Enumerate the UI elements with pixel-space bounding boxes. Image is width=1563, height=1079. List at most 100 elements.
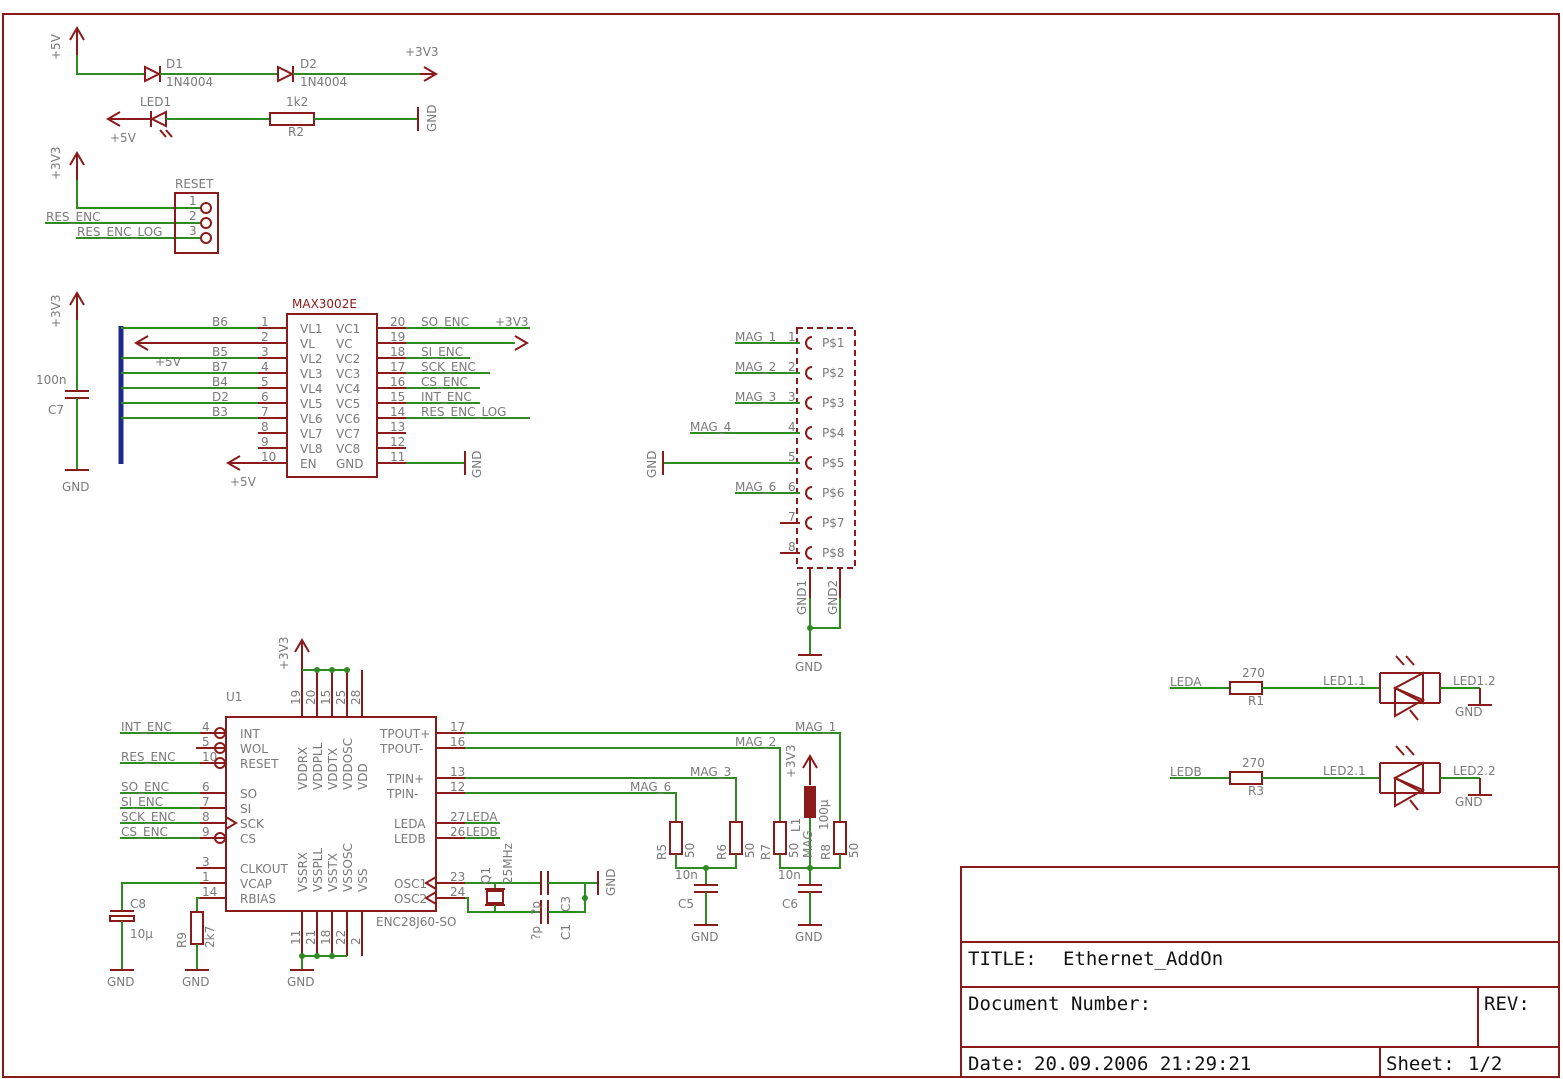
reset-pin-2: 2 — [189, 209, 197, 223]
enc-left-num: 14 — [202, 885, 217, 899]
enc-right-pin: OSC1 — [394, 877, 427, 891]
enc-left-num: 5 — [202, 735, 210, 749]
r1-name: R1 — [1248, 694, 1264, 708]
label-3v3-l1: +3V3 — [784, 744, 798, 778]
enc-bottom-pin: VSSPLL — [311, 848, 325, 892]
enc-left-pin: CLKOUT — [240, 862, 289, 876]
max-right-pin: VC3 — [336, 367, 360, 381]
conn-pad: P$6 — [822, 486, 845, 500]
enc-bottom-pin: VSSRX — [296, 852, 310, 892]
r7-name: R7 — [759, 844, 773, 860]
max-left-num: 10 — [261, 450, 276, 464]
c8-name: C8 — [130, 897, 146, 911]
net-leda: LEDA — [1170, 675, 1202, 689]
title-label: TITLE: — [968, 948, 1037, 970]
max-right-num: 14 — [390, 405, 405, 419]
max-left-num: 1 — [261, 315, 269, 329]
max-right-pin: VC6 — [336, 412, 360, 426]
net-b6: B6 — [212, 315, 228, 329]
r5-name: R5 — [655, 844, 669, 860]
enc-top-num: 20 — [304, 690, 318, 705]
net-si-enc-max: SI_ENC — [421, 345, 463, 359]
sheet-label: Sheet: — [1386, 1053, 1455, 1075]
conn-pad: P$8 — [822, 546, 845, 560]
max-left-pin: VL8 — [300, 442, 323, 456]
l1-name: L1 — [789, 818, 803, 832]
enc-left-pin: CS — [240, 832, 256, 846]
enc-top-num: 28 — [349, 690, 363, 705]
enc-left-pin: VCAP — [240, 877, 272, 891]
enc-left-pin: WOL — [240, 742, 268, 756]
enc-top-pin: VDDPLL — [311, 742, 325, 790]
net-sck-enc-max: SCK_ENC — [421, 360, 476, 374]
label-gnd-conn: GND — [795, 660, 823, 674]
conn-gnd2: GND2 — [826, 580, 840, 615]
label-gnd-r9: GND — [182, 975, 210, 989]
label-gnd-max: GND — [470, 450, 484, 478]
max-right-pin: VC5 — [336, 397, 360, 411]
d2-value: 1N4004 — [300, 75, 347, 89]
date-value: 20.09.2006 21:29:21 — [1034, 1053, 1251, 1075]
net-so-enc: SO_ENC — [121, 780, 169, 794]
enc-left-pin: SCK — [240, 817, 265, 831]
enc-left-pin: SI — [240, 802, 251, 816]
enc-left-pin: INT — [240, 727, 261, 741]
conn-pin-num: 1 — [788, 330, 796, 344]
net-mag6-conn: MAG_6 — [735, 480, 776, 494]
max-left-pin: VL — [300, 337, 315, 351]
max-right-num: 16 — [390, 375, 405, 389]
c8-value: 10µ — [130, 927, 153, 941]
max-right-pin: VC8 — [336, 442, 360, 456]
enc-top-pin: VDDRX — [296, 747, 310, 790]
r5-value: 50 — [683, 843, 697, 858]
max-right-num: 19 — [390, 330, 405, 344]
enc-left-num: 6 — [202, 780, 210, 794]
enc-bottom-num: 11 — [289, 930, 303, 945]
enc-left-num: 3 — [202, 855, 210, 869]
enc-right-num: 23 — [450, 870, 465, 884]
c3-name: C3 — [559, 896, 573, 912]
enc-bottom-pin: VSSOSC — [341, 843, 355, 892]
net-ledb-enc: LEDB — [466, 825, 498, 839]
enc-bottom-pin: VSS — [356, 869, 370, 892]
sheet-value: 1/2 — [1468, 1053, 1502, 1075]
enc-right-pin: TPOUT- — [379, 742, 423, 756]
enc-right-num: 16 — [450, 735, 465, 749]
label-3v3-enc: +3V3 — [277, 636, 291, 670]
r1-value: 270 — [1242, 666, 1265, 680]
led1-1-label: LED1.1 — [1323, 674, 1366, 688]
enc-right-pin: TPIN- — [386, 787, 418, 801]
conn-pad: P$5 — [822, 456, 845, 470]
c6-value: 10n — [778, 868, 801, 882]
r3-value: 270 — [1242, 756, 1265, 770]
enc-left-num: 1 — [202, 870, 210, 884]
max-right-num: 13 — [390, 420, 405, 434]
enc-right-pin: TPIN+ — [386, 772, 424, 786]
u1-name: U1 — [226, 690, 242, 704]
label-5v-en: +5V — [230, 475, 257, 489]
q1-value: 25MHz — [501, 843, 515, 884]
r8-value: 50 — [847, 843, 861, 858]
conn-pad: P$2 — [822, 366, 845, 380]
max-left-pin: VL1 — [300, 322, 323, 336]
r9-value: 2k7 — [203, 926, 217, 948]
enc-left-num: 4 — [202, 720, 210, 734]
max-left-pin: EN — [300, 457, 317, 471]
enc-left-pin: RBIAS — [240, 892, 276, 906]
net-leda-enc: LEDA — [466, 810, 498, 824]
c7-value: 100n — [36, 373, 67, 387]
net-b7: B7 — [212, 360, 228, 374]
max-left-num: 2 — [261, 330, 269, 344]
enc-right-pin: LEDB — [394, 832, 426, 846]
r6-value: 50 — [743, 843, 757, 858]
c5-value: 10n — [675, 868, 698, 882]
label-5v-top: +5V — [49, 33, 63, 60]
enc-bottom-num: 22 — [334, 930, 348, 945]
net-res-enc-reset: RES_ENC — [46, 210, 100, 224]
d1-name: D1 — [166, 57, 183, 71]
enc-left-num: 10 — [202, 750, 217, 764]
conn-pad: P$7 — [822, 516, 845, 530]
max-left-num: 4 — [261, 360, 269, 374]
r2-name: R2 — [288, 125, 304, 139]
